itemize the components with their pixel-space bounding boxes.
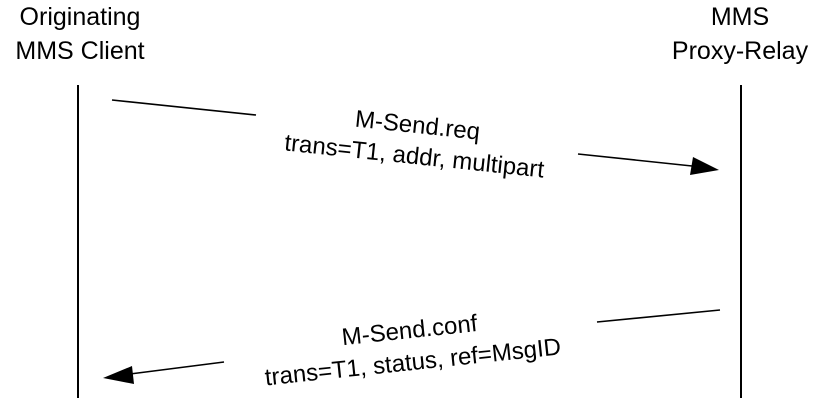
message-send-conf-line-right [596, 309, 721, 323]
arrow-right-icon [690, 157, 719, 175]
message-send-req: M-Send.req trans=T1, addr, multipart [111, 99, 719, 184]
participant-relay: MMS Proxy-Relay [672, 3, 809, 65]
message-send-conf-line-left [129, 361, 225, 375]
participant-relay-line2: Proxy-Relay [672, 37, 809, 65]
arrow-left-icon [103, 366, 134, 384]
message-send-req-line-left [111, 99, 257, 116]
participant-client: Originating MMS Client [15, 3, 144, 65]
message-send-conf: M-Send.conf trans=T1, status, ref=MsgID [103, 309, 721, 391]
participant-client-line2: MMS Client [15, 37, 144, 65]
participant-client-line1: Originating [20, 3, 141, 31]
message-send-req-line-right [577, 153, 693, 167]
participant-relay-line1: MMS [711, 3, 769, 31]
